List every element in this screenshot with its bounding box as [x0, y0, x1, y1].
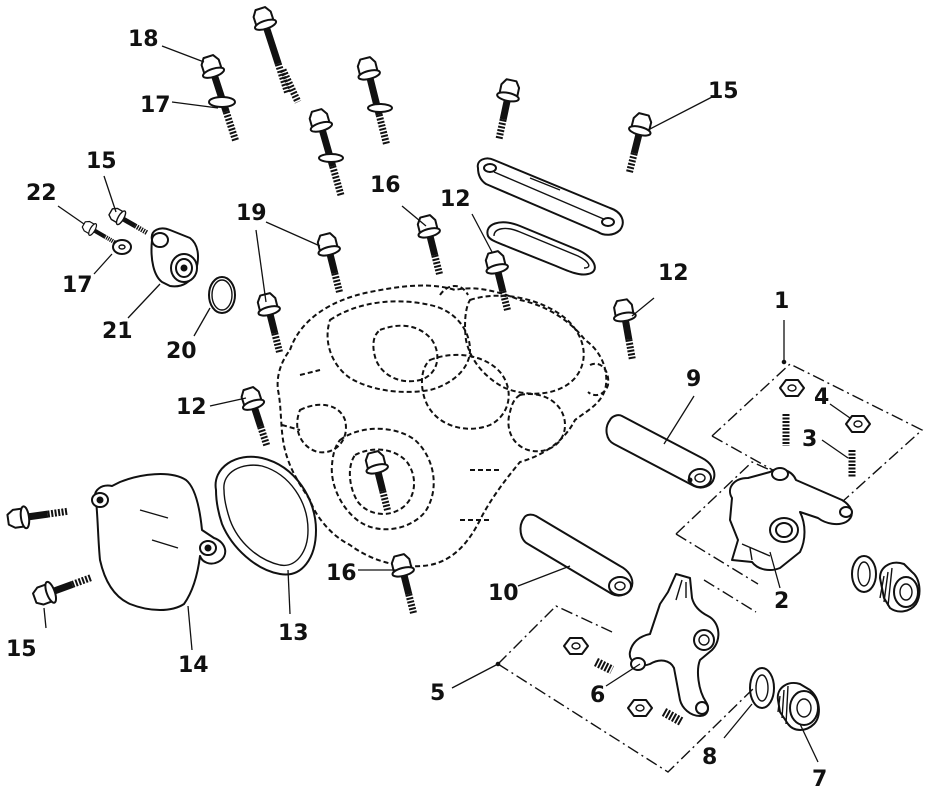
callout-18: 18 — [128, 27, 159, 52]
callout-17-b: 17 — [62, 273, 93, 298]
callout-8: 8 — [702, 745, 717, 770]
callout-6: 6 — [590, 683, 605, 708]
bolt-12-left — [238, 385, 277, 449]
callout-labels: 1 2 3 4 5 6 7 8 9 10 12 12 12 13 14 15 1… — [6, 27, 829, 792]
leader-lines — [43, 45, 851, 763]
shaft-10 — [519, 513, 634, 597]
callout-15-b: 15 — [86, 149, 117, 174]
washer-right — [851, 555, 877, 593]
callout-7: 7 — [812, 767, 827, 792]
top-gasket — [486, 221, 596, 276]
nut-4a — [779, 379, 805, 397]
callout-16-b: 16 — [326, 561, 357, 586]
bolt-15-right — [619, 112, 655, 176]
callout-10: 10 — [488, 581, 519, 606]
sensor-cap-21 — [150, 227, 199, 288]
plug-right — [879, 561, 921, 613]
washer-8 — [749, 667, 775, 709]
bolt-15-left-lower — [31, 567, 95, 608]
callout-19: 19 — [236, 201, 267, 226]
callout-15-a: 15 — [708, 79, 739, 104]
bolt-16-upper — [414, 214, 450, 278]
bolt-long-b — [306, 107, 351, 198]
washer-17 — [112, 239, 132, 255]
bolt-center-housing — [362, 450, 398, 514]
callout-22: 22 — [26, 181, 57, 206]
callout-5: 5 — [430, 681, 445, 706]
callout-12-c: 12 — [176, 395, 207, 420]
small-bolt-22 — [80, 219, 118, 248]
callout-15-c: 15 — [6, 637, 37, 662]
plug-7 — [776, 682, 820, 731]
group-5-outline — [497, 579, 757, 773]
shaft-9 — [605, 414, 716, 489]
stud-5b — [661, 708, 685, 726]
bolt-16-lower — [388, 553, 424, 617]
bolt-19-upper — [314, 232, 350, 296]
bolt-long-a — [354, 56, 397, 147]
bolt-12-right — [611, 298, 643, 361]
callout-16-a: 16 — [370, 173, 401, 198]
callout-12-b: 12 — [658, 261, 689, 286]
nut-4b — [845, 415, 871, 433]
callout-17-a: 17 — [140, 93, 171, 118]
bolt-17-upper — [198, 53, 246, 143]
callout-20: 20 — [166, 339, 197, 364]
small-bolt-15 — [107, 205, 151, 239]
bolt-18 — [250, 5, 298, 104]
bolt-19-lower — [254, 292, 290, 356]
engine-housing-phantom — [276, 284, 610, 568]
top-cover-plate — [476, 157, 624, 236]
nut-5b — [627, 699, 653, 717]
o-ring-20 — [208, 276, 236, 314]
callout-12-a: 12 — [440, 187, 471, 212]
side-cover-14 — [91, 473, 227, 611]
callout-13: 13 — [278, 621, 309, 646]
stud-5a — [593, 657, 615, 675]
callout-14: 14 — [178, 653, 209, 678]
bolt-top-center — [488, 78, 522, 141]
callout-1: 1 — [774, 289, 789, 314]
rocker-arm-6 — [628, 573, 720, 717]
rocker-arm-2 — [729, 467, 853, 571]
bolt-12-upper — [482, 250, 518, 314]
callout-3: 3 — [802, 427, 817, 452]
nut-5a — [563, 637, 589, 655]
gasket-13 — [214, 455, 317, 576]
callout-21: 21 — [102, 319, 133, 344]
callout-2: 2 — [774, 589, 789, 614]
bolt-15-left-upper — [7, 500, 69, 530]
callout-4: 4 — [814, 385, 829, 410]
callout-9: 9 — [686, 367, 701, 392]
